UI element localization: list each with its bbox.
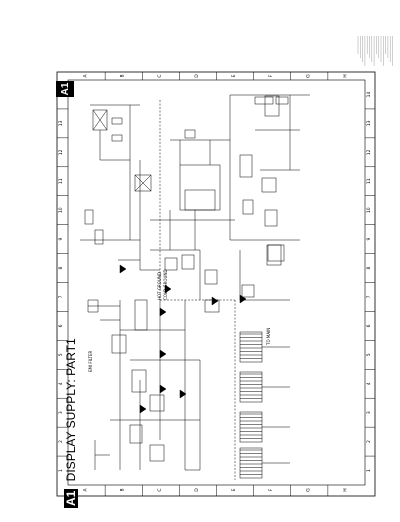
grid-number-label: 13 — [58, 120, 64, 126]
grid-number-label: 2 — [366, 440, 372, 443]
sheet-badge-corner: A1 — [56, 81, 74, 97]
grid-number-label: 9 — [366, 238, 372, 241]
sheet-title: A1 DISPLAY SUPPLY: PART1 — [64, 108, 80, 508]
grid-number-label: 1 — [58, 469, 64, 472]
connector-body — [239, 411, 263, 443]
grid-letter-label: B — [120, 74, 126, 77]
grid-number-label: 3 — [58, 411, 64, 414]
grid-number-label: 8 — [58, 266, 64, 269]
sheet-title-text: DISPLAY SUPPLY: PART1 — [64, 338, 78, 482]
grid-letter-label: E — [231, 488, 237, 491]
grid-letter-label: F — [268, 74, 274, 77]
grid-number-label: 13 — [366, 120, 372, 126]
grid-letter-label: A — [83, 74, 89, 78]
grid-number-label: 6 — [58, 324, 64, 327]
grid-letter-label: B — [120, 488, 126, 491]
grid-number-label: 6 — [366, 324, 372, 327]
grid-number-label: 11 — [366, 178, 372, 184]
grid-letter-label: C — [157, 74, 163, 77]
grid-number-label: 10 — [366, 207, 372, 213]
grid-number-label: 12 — [58, 149, 64, 155]
emi-filter-section — [87, 299, 201, 471]
grid-number-label: 9 — [58, 238, 64, 241]
grid-tick-marks — [57, 72, 375, 496]
grid-number-label: 8 — [366, 266, 372, 269]
label-to-main: TO MAIN — [266, 327, 271, 345]
control-circuit-left — [80, 104, 160, 274]
grid-number-label: 11 — [58, 178, 64, 184]
grid-number-label: 1 — [366, 469, 372, 472]
grid-number-label: 4 — [58, 382, 64, 385]
grid-number-label: 4 — [366, 382, 372, 385]
grid-letter-label: F — [268, 488, 274, 491]
grid-letter-label: C — [157, 488, 163, 491]
grid-number-label: 3 — [366, 411, 372, 414]
revision-block — [357, 36, 393, 66]
grid-letter-label: D — [194, 74, 200, 78]
grid-number-label: 14 — [366, 91, 372, 97]
grid-letter-label: A — [83, 488, 89, 492]
control-circuit-right — [204, 94, 310, 313]
grid-number-label: 12 — [366, 149, 372, 155]
connector-body — [264, 95, 280, 117]
outer-frame — [56, 71, 376, 497]
grid-number-label: 10 — [58, 207, 64, 213]
grid-number-label: 7 — [58, 295, 64, 298]
control-circuit-middle — [134, 129, 235, 300]
ground-divider — [159, 100, 236, 480]
grid-number-label: 2 — [58, 440, 64, 443]
sheet-badge: A1 — [64, 488, 78, 508]
grid-letter-label: E — [231, 74, 237, 77]
connector-body — [239, 371, 263, 403]
output-connectors — [239, 95, 290, 479]
grid-letter-label: G — [305, 74, 311, 78]
connector-body — [239, 331, 263, 363]
label-cold-ground: COLD GROUND — [163, 269, 168, 300]
grid-letter-label: H — [342, 74, 348, 77]
grid-number-label: 7 — [366, 295, 372, 298]
label-emi-filter: EMI FILTER — [88, 350, 93, 372]
connector-body — [266, 244, 282, 266]
grid-letter-label: D — [194, 488, 200, 492]
connector-body — [239, 447, 263, 479]
grid-letter-label: G — [305, 488, 311, 492]
grid-number-label: 5 — [366, 353, 372, 356]
label-hot-ground: HOT GROUND — [157, 272, 162, 300]
grid-letter-label: H — [342, 488, 348, 491]
grid-number-label: 5 — [58, 353, 64, 356]
